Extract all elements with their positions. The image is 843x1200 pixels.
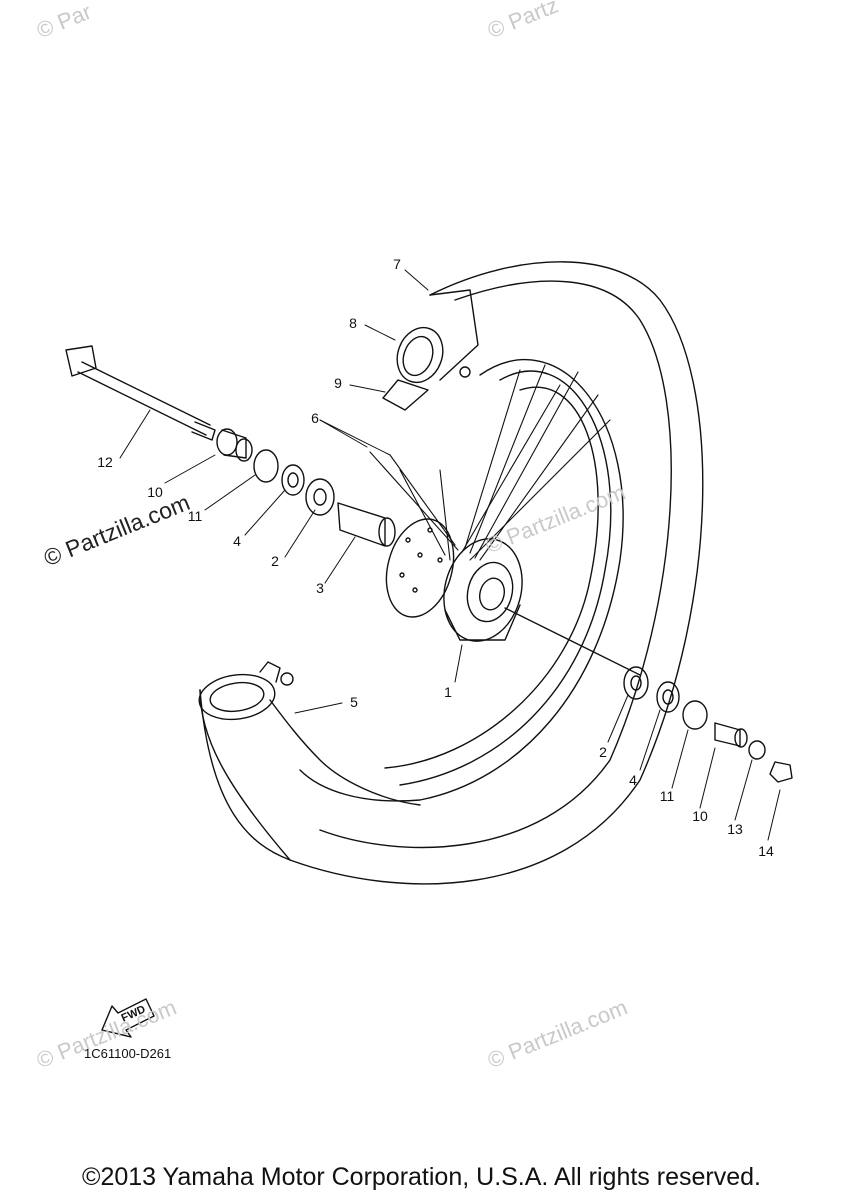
callout-11-left: 11: [187, 508, 203, 524]
callout-2-right: 2: [599, 744, 607, 760]
left-parts: [216, 428, 396, 547]
rim-cut-end: [198, 661, 421, 806]
callout-6: 6: [311, 410, 319, 426]
diagram-code: 1C61100-D261: [84, 1046, 172, 1061]
callout-3: 3: [316, 580, 324, 596]
callout-11-right: 11: [659, 788, 675, 804]
callout-14: 14: [758, 843, 774, 859]
copyright-notice: ©2013 Yamaha Motor Corporation, U.S.A. A…: [82, 1163, 761, 1191]
callout-5: 5: [350, 694, 358, 710]
callout-8: 8: [349, 315, 357, 331]
tube-top-end: [382, 289, 479, 411]
callout-2-left: 2: [271, 553, 279, 569]
callout-7: 7: [393, 256, 401, 272]
callout-1: 1: [444, 684, 452, 700]
hub-assembly: [385, 518, 523, 642]
callout-13: 13: [727, 821, 743, 837]
callout-9: 9: [334, 375, 342, 391]
callout-12: 12: [97, 454, 113, 470]
callout-4-left: 4: [233, 533, 241, 549]
right-parts: [504, 607, 793, 783]
leader-lines: [119, 269, 781, 841]
axle: [65, 345, 216, 441]
spokes: [369, 364, 611, 561]
callout-4-right: 4: [629, 772, 637, 788]
callout-10-right: 10: [692, 808, 708, 824]
callout-10-left: 10: [147, 484, 163, 500]
fwd-arrow-icon: [101, 998, 155, 1038]
